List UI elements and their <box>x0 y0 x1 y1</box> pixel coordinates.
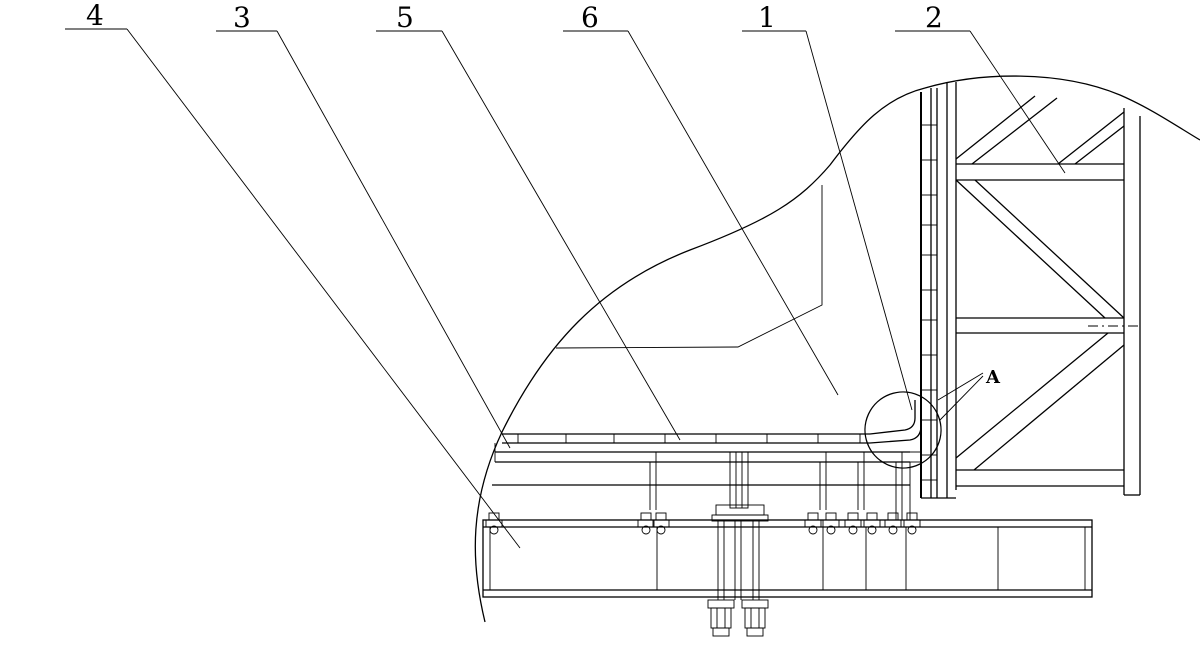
bolt <box>884 512 902 535</box>
beam-bolts <box>485 512 921 535</box>
callout-6: 6 <box>563 1 839 396</box>
bolt <box>652 512 670 535</box>
main-beam-4 <box>482 519 1093 598</box>
bolt <box>637 512 655 535</box>
callout-3: 3 <box>216 1 511 449</box>
label-5: 5 <box>396 1 414 34</box>
bolt <box>863 512 881 535</box>
bolt <box>822 512 840 535</box>
detail-a-leader-2 <box>939 375 984 421</box>
corner-member-1 <box>869 400 922 520</box>
break-boundary-curve <box>474 75 1200 623</box>
callout-5: 5 <box>376 1 681 441</box>
hanger-assembly <box>707 451 769 637</box>
detail-a-leader-1 <box>937 372 984 401</box>
detail-a-label: A <box>985 367 1001 388</box>
detail-a-circle <box>864 391 942 469</box>
callout-2: 2 <box>895 1 1066 174</box>
component-6-outline <box>555 185 823 349</box>
callout-1: 1 <box>742 1 913 411</box>
bolt <box>844 512 862 535</box>
bolt <box>804 512 822 535</box>
label-4: 4 <box>86 0 104 32</box>
bolt <box>485 512 503 535</box>
distribution-beam-3 <box>492 443 910 520</box>
callout-4: 4 <box>65 0 521 549</box>
label-2: 2 <box>925 1 943 34</box>
formwork-truss-2 <box>920 82 1141 499</box>
label-3: 3 <box>233 1 251 34</box>
top-plate-5 <box>502 433 870 444</box>
bolt <box>903 512 921 535</box>
label-1: 1 <box>758 1 776 34</box>
label-6: 6 <box>581 1 599 34</box>
